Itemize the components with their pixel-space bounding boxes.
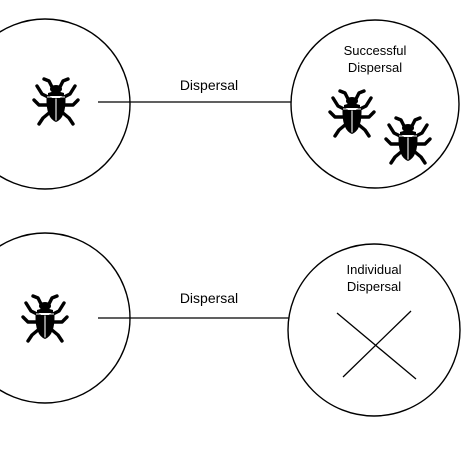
target-label-line-1: Individual bbox=[347, 262, 402, 277]
target-label-line-2: Dispersal bbox=[348, 60, 402, 75]
row-individual: Dispersal Individual Dispersal bbox=[0, 232, 461, 417]
target-habitat-circle bbox=[287, 243, 461, 417]
target-label-line-2: Dispersal bbox=[347, 279, 401, 294]
arrow-label: Dispersal bbox=[180, 290, 238, 306]
target-label-line-1: Successful bbox=[344, 43, 407, 58]
row-successful: Dispersal Successful Dispersal bbox=[0, 18, 460, 190]
cross-mark-icon bbox=[336, 310, 417, 380]
arrow-label: Dispersal bbox=[180, 77, 238, 93]
